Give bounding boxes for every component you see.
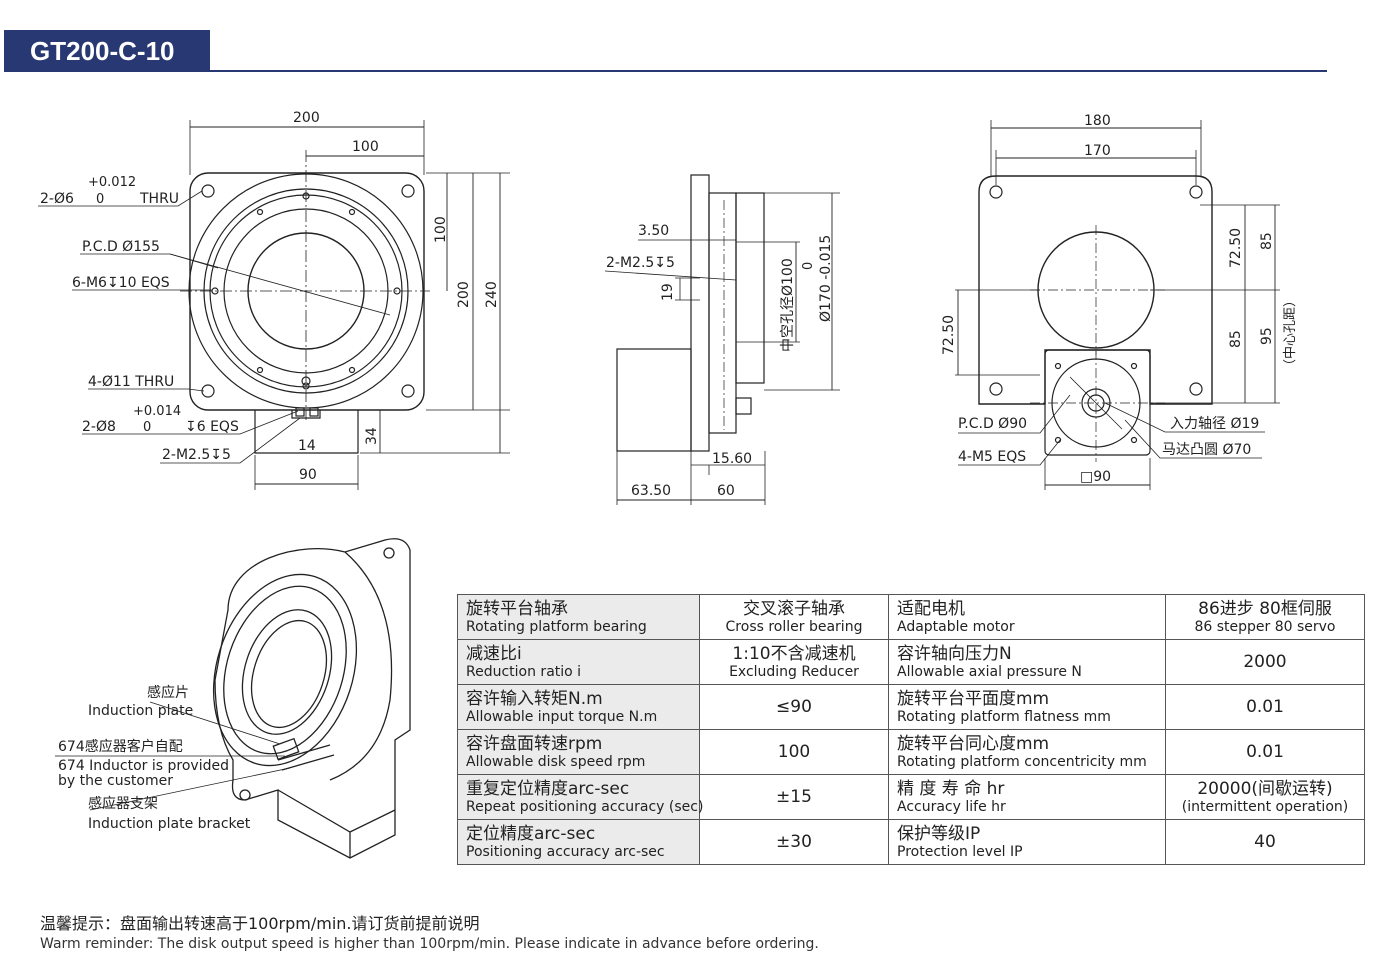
m6-thread: 6-M6↧10 EQS bbox=[72, 275, 170, 291]
spec-value: ±15 bbox=[699, 774, 889, 820]
warm-reminder-en: Warm reminder: The disk output speed is … bbox=[40, 936, 819, 952]
tol-zero: 0 bbox=[801, 262, 816, 270]
dim-72-50-left: 72.50 bbox=[941, 315, 957, 355]
induction-plate-en: Induction plate bbox=[88, 703, 194, 719]
dim-240-vertical: 240 bbox=[484, 281, 500, 308]
motor-boss: 马达凸圆 Ø70 bbox=[1162, 442, 1251, 458]
dim-170: 170 bbox=[1084, 143, 1111, 159]
induction-plate-zh: 感应片 bbox=[147, 685, 189, 701]
hole-tolerance: +0.012 bbox=[88, 175, 136, 190]
dim-90: 90 bbox=[299, 467, 317, 483]
dim-63-50: 63.50 bbox=[631, 483, 671, 499]
dia-170: Ø170 -0.015 bbox=[818, 235, 834, 322]
input-shaft: 入力轴径 Ø19 bbox=[1170, 416, 1259, 432]
thru-label: THRU bbox=[139, 191, 179, 207]
dim-85-right: 85 bbox=[1259, 232, 1275, 250]
dim-14: 14 bbox=[298, 438, 316, 454]
title-rule bbox=[210, 70, 1327, 72]
dim-34: 34 bbox=[364, 427, 380, 445]
sensor-zh: 674感应器客户自配 bbox=[58, 739, 183, 755]
square-90: □90 bbox=[1080, 469, 1111, 485]
spec-value: 0.01 bbox=[1165, 684, 1365, 730]
spec-value: 0.01 bbox=[1165, 729, 1365, 775]
hole-tol-zero: 0 bbox=[96, 192, 104, 207]
dim-72-50-right: 72.50 bbox=[1228, 228, 1244, 268]
dim-85-lower: 85 bbox=[1228, 330, 1244, 348]
spec-value: 2000 bbox=[1165, 639, 1365, 685]
rear-view bbox=[955, 120, 1280, 490]
iso-view bbox=[55, 538, 411, 859]
dim-3-50: 3.50 bbox=[638, 223, 669, 239]
eqs-6: ↧6 EQS bbox=[185, 419, 239, 435]
pcd-155: P.C.D Ø155 bbox=[82, 239, 160, 255]
spec-value: ≤90 bbox=[699, 684, 889, 730]
side-view bbox=[604, 174, 840, 505]
spec-value: 100 bbox=[699, 729, 889, 775]
dim-95: 95 bbox=[1259, 327, 1275, 345]
dim-19: 19 bbox=[660, 283, 676, 301]
bracket-en: Induction plate bracket bbox=[88, 816, 251, 832]
spec-value: ±30 bbox=[699, 819, 889, 865]
model-title: GT200-C-10 bbox=[4, 30, 210, 72]
bore-diameter: 中空孔径Ø100 bbox=[780, 258, 796, 352]
bracket-zh: 感应器支架 bbox=[88, 796, 158, 812]
spec-value: 40 bbox=[1165, 819, 1365, 865]
dim-15-60: 15.60 bbox=[712, 451, 752, 467]
dim-60: 60 bbox=[717, 483, 735, 499]
pcd-90: P.C.D Ø90 bbox=[958, 416, 1027, 432]
dim-100-vertical: 100 bbox=[433, 216, 449, 243]
thru-4-holes: 4-Ø11 THRU bbox=[88, 374, 174, 390]
sensor-en-1: 674 Inductor is provided bbox=[58, 758, 229, 774]
hole-spec: 2-Ø6 bbox=[40, 191, 74, 207]
center-distance-note: （中心孔距） bbox=[1283, 294, 1298, 372]
dim-200: 200 bbox=[293, 110, 320, 126]
pin-tol-zero: 0 bbox=[143, 420, 151, 435]
dim-180: 180 bbox=[1084, 113, 1111, 129]
pin-spec: 2-Ø8 bbox=[82, 419, 116, 435]
sensor-en-2: by the customer bbox=[58, 773, 173, 789]
pin-tolerance: +0.014 bbox=[133, 404, 181, 419]
dim-200-vertical: 200 bbox=[456, 281, 472, 308]
m25-front: 2-M2.5↧5 bbox=[162, 447, 231, 463]
m25-side: 2-M2.5↧5 bbox=[606, 255, 675, 271]
spec-value: 20000(间歇运转)(intermittent operation) bbox=[1165, 774, 1365, 820]
m5-eqs: 4-M5 EQS bbox=[958, 449, 1026, 465]
dim-100: 100 bbox=[352, 139, 379, 155]
front-view bbox=[38, 120, 510, 490]
warm-reminder-zh: 温馨提示：盘面输出转速高于100rpm/min.请订货前提前说明 bbox=[40, 914, 480, 933]
